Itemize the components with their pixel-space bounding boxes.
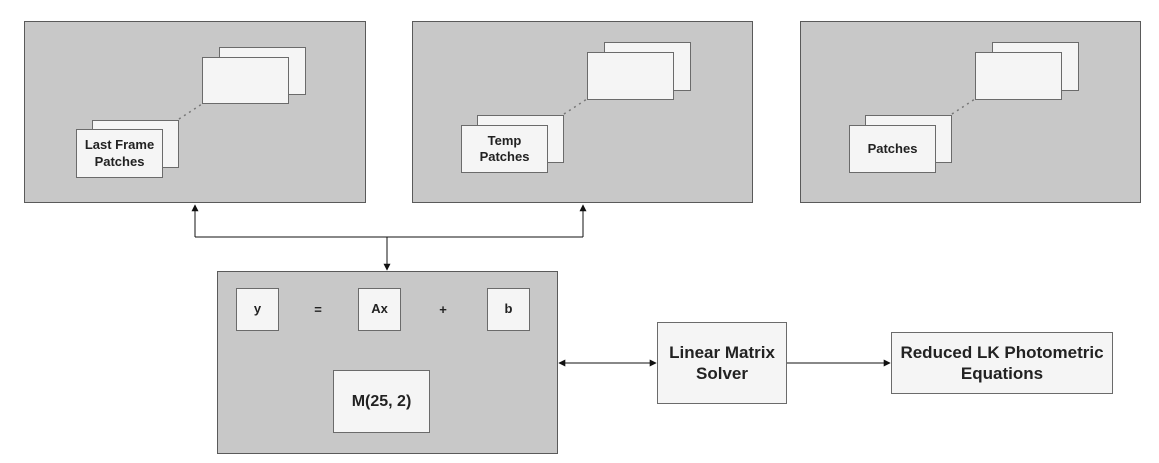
reduced-lk-equations-box: Reduced LK Photometric Equations xyxy=(891,332,1113,394)
plus-text: + xyxy=(439,302,447,317)
patch-sheet-front xyxy=(587,52,674,100)
temp-panel: Temp Patches xyxy=(412,21,753,203)
linear-matrix-solver-box: Linear Matrix Solver xyxy=(657,322,787,404)
ax-term-text: Ax xyxy=(371,301,388,317)
temp-patches-text: Temp Patches xyxy=(479,132,530,164)
equation-block: y = Ax + b M(25, 2) xyxy=(217,271,558,454)
plus-sign: + xyxy=(431,288,455,331)
last-frame-patches-text: Last Frame Patches xyxy=(84,137,155,169)
b-term: b xyxy=(487,288,530,331)
matrix-size-box: M(25, 2) xyxy=(333,370,430,433)
patch-stack-dotted-link xyxy=(178,103,203,120)
last-frame-panel: Last Frame Patches xyxy=(24,21,366,203)
patch-stack-dotted-link xyxy=(563,98,588,115)
linear-matrix-solver-text: Linear Matrix Solver xyxy=(669,342,775,383)
patch-sheet-front xyxy=(975,52,1062,100)
last-frame-patches-label: Last Frame Patches xyxy=(76,129,163,178)
equals-text: = xyxy=(314,302,322,317)
matrix-size-text: M(25, 2) xyxy=(351,392,412,410)
b-term-text: b xyxy=(504,301,513,317)
patch-stack-dotted-link xyxy=(951,98,976,115)
patch-sheet-front xyxy=(202,57,289,104)
equals-sign: = xyxy=(306,288,330,331)
patches-panel: Patches xyxy=(800,21,1141,203)
reduced-lk-equations-text: Reduced LK Photometric Equations xyxy=(900,342,1104,383)
patches-text: Patches xyxy=(867,140,918,156)
patches-label: Patches xyxy=(849,125,936,173)
y-term: y xyxy=(236,288,279,331)
temp-patches-label: Temp Patches xyxy=(461,125,548,173)
ax-term: Ax xyxy=(358,288,401,331)
y-term-text: y xyxy=(253,301,262,317)
